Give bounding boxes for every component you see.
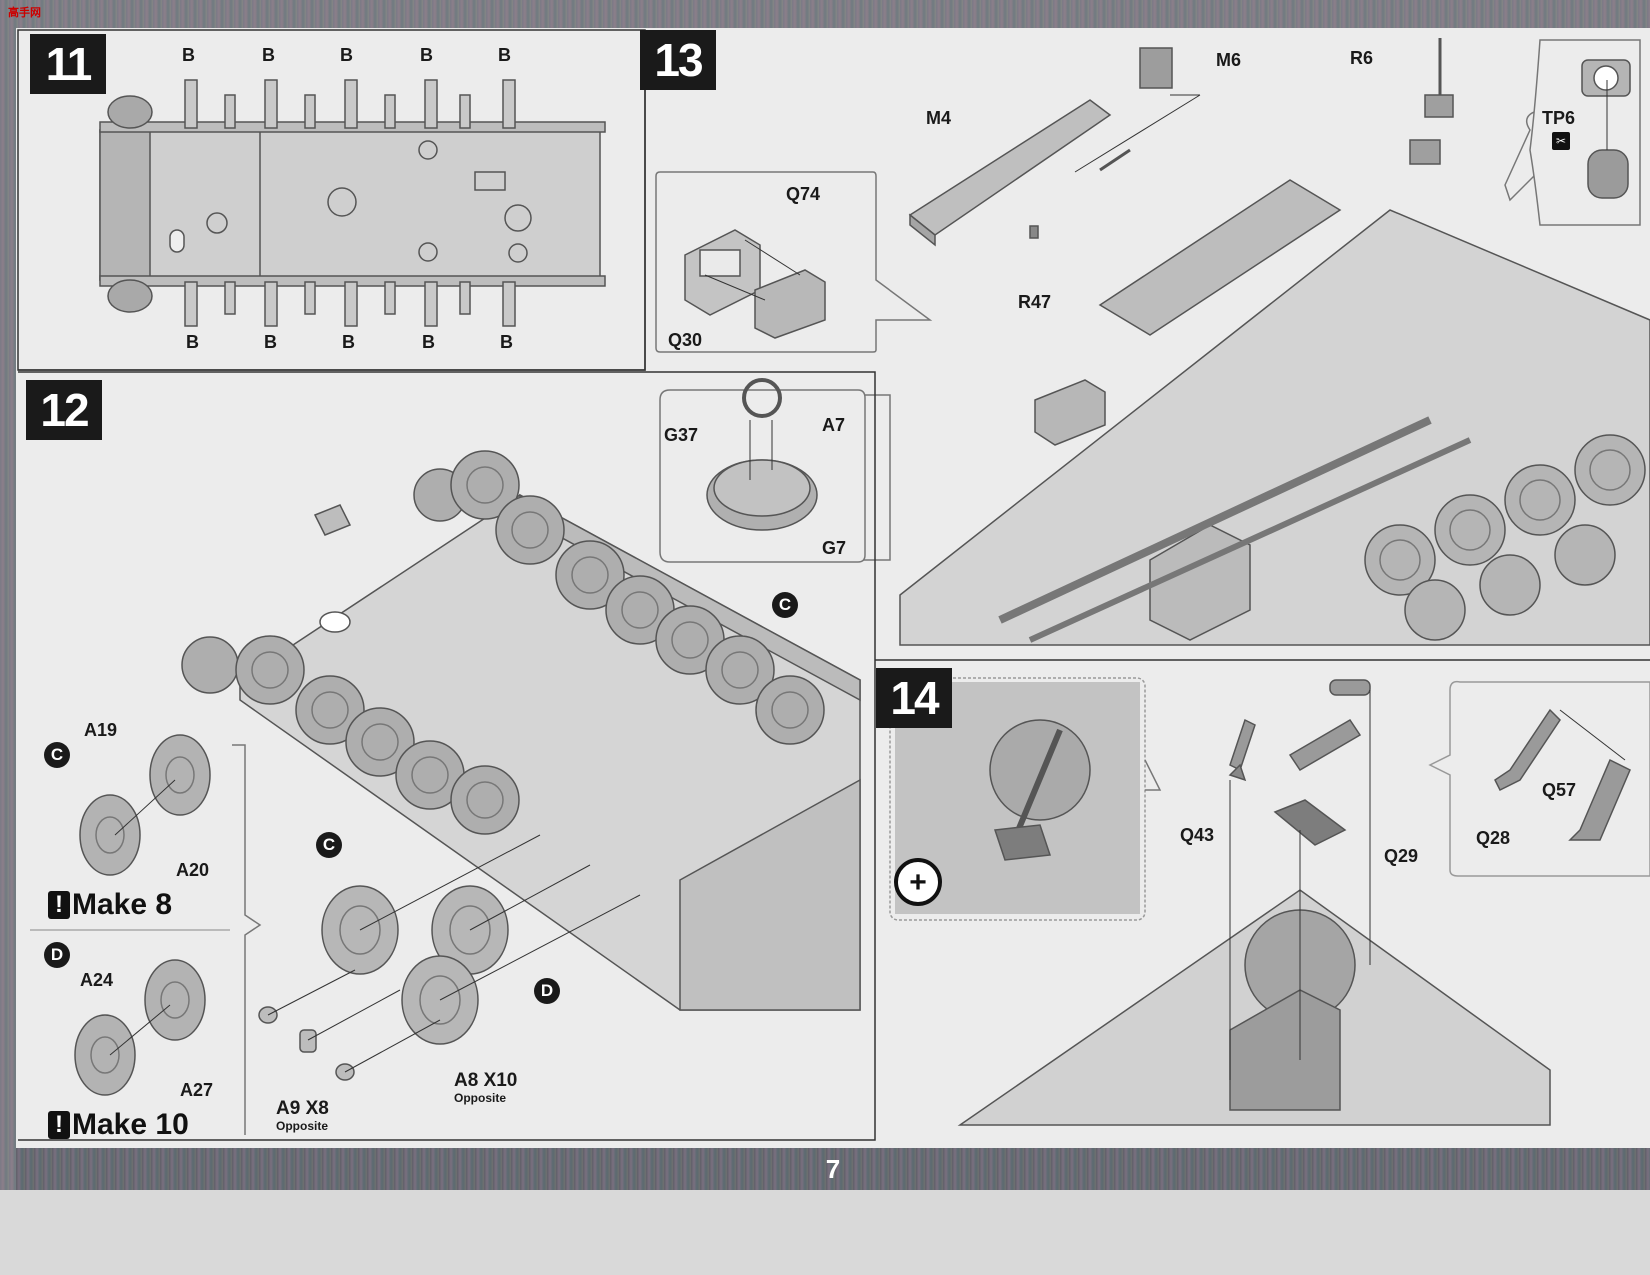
part-label-q43: Q43 bbox=[1180, 825, 1215, 845]
part-label-a20: A20 bbox=[176, 860, 210, 880]
step-11-number: 11 bbox=[30, 34, 106, 94]
callout-c: C bbox=[772, 592, 798, 618]
svg-text:+: + bbox=[909, 866, 927, 899]
part-label-b: B bbox=[422, 332, 435, 352]
watermark-logo: 高手网 bbox=[8, 7, 41, 19]
callout-c: C bbox=[316, 832, 342, 858]
part-label-q74: Q74 bbox=[786, 184, 821, 204]
part-label-g37: G37 bbox=[664, 425, 699, 445]
part-label-b: B bbox=[262, 45, 275, 65]
page-number: 7 bbox=[825, 1154, 841, 1184]
part-label-q28: Q28 bbox=[1476, 828, 1511, 848]
make-10-text: Make 10 bbox=[72, 1108, 189, 1141]
part-label-q29: Q29 bbox=[1384, 846, 1419, 866]
part-label-a24: A24 bbox=[80, 970, 114, 990]
part-label-b: B bbox=[500, 332, 513, 352]
part-label-b: B bbox=[342, 332, 355, 352]
part-label-b: B bbox=[420, 45, 433, 65]
part-label-b: B bbox=[340, 45, 353, 65]
part-label-m6: M6 bbox=[1216, 50, 1242, 70]
part-label-g7: G7 bbox=[822, 538, 847, 558]
part-label-b: B bbox=[182, 45, 195, 65]
step-13-inset-box bbox=[655, 171, 933, 353]
step-14-number: 14 bbox=[876, 668, 952, 728]
callout-c: C bbox=[44, 742, 70, 768]
part-label-b: B bbox=[498, 45, 511, 65]
step-13-hull-interior bbox=[899, 38, 1650, 646]
cut-icon: ✂ bbox=[1552, 132, 1570, 150]
part-label-m4: M4 bbox=[926, 108, 952, 128]
step-14-assembly: + bbox=[889, 677, 1650, 1126]
page-footer-bar: 7 bbox=[16, 1148, 1650, 1190]
a9-opposite: Opposite bbox=[276, 1119, 329, 1133]
callout-d: D bbox=[44, 942, 70, 968]
part-label-a19: A19 bbox=[84, 720, 118, 740]
part-label-b: B bbox=[264, 332, 277, 352]
step-12-number: 12 bbox=[26, 380, 102, 440]
part-label-a9-x8: A9 X8 bbox=[276, 1098, 329, 1119]
exclamation-icon: ! bbox=[48, 1111, 70, 1139]
step-12-hull-assembly bbox=[30, 378, 891, 1135]
callout-d: D bbox=[534, 978, 560, 1004]
step-11-hull-bottom-view bbox=[99, 79, 606, 327]
part-label-q30: Q30 bbox=[668, 330, 703, 350]
part-label-a8-x10: A8 X10 bbox=[454, 1070, 518, 1091]
make-10-note: !Make 10 bbox=[48, 1108, 189, 1142]
part-label-r47: R47 bbox=[1018, 292, 1052, 312]
part-label-q57: Q57 bbox=[1542, 780, 1577, 800]
step-13-number: 13 bbox=[640, 30, 716, 90]
make-8-text: Make 8 bbox=[72, 888, 173, 921]
part-label-a27: A27 bbox=[180, 1080, 214, 1100]
part-label-tp6: TP6 bbox=[1542, 108, 1576, 128]
a8-opposite: Opposite bbox=[454, 1091, 507, 1105]
make-8-note: !Make 8 bbox=[48, 888, 172, 922]
exclamation-icon: ! bbox=[48, 891, 70, 919]
below-page-area bbox=[0, 1190, 1650, 1275]
step-frames bbox=[17, 29, 1650, 1141]
part-label-a7: A7 bbox=[822, 415, 846, 435]
part-label-r6: R6 bbox=[1350, 48, 1374, 68]
part-label-b: B bbox=[186, 332, 199, 352]
